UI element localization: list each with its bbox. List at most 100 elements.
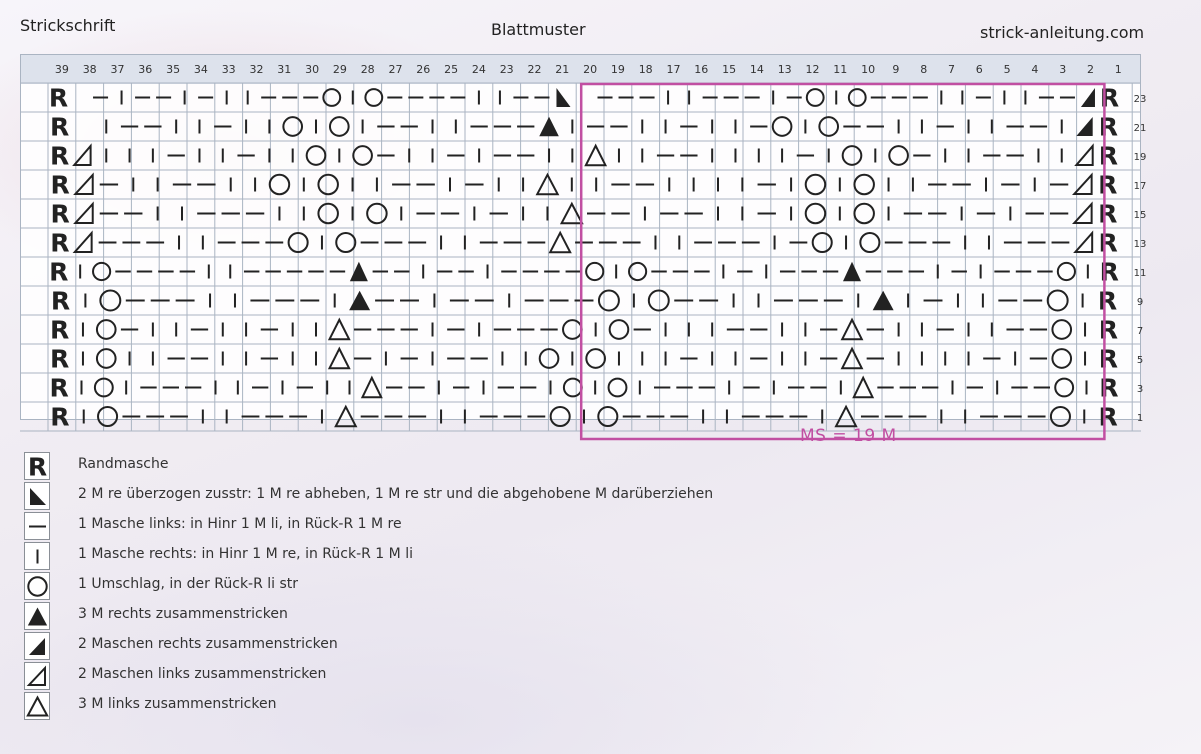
selvage-symbol: R bbox=[1099, 374, 1118, 403]
yarn-over-symbol bbox=[1051, 319, 1073, 340]
knit-stitch-icon bbox=[24, 542, 50, 570]
column-number: 29 bbox=[333, 63, 347, 76]
column-number: 1 bbox=[1115, 63, 1122, 76]
yarn-over-symbol bbox=[647, 289, 670, 312]
yarn-over-symbol bbox=[99, 289, 122, 312]
selvage-symbol: R bbox=[1100, 258, 1119, 287]
p2tog-icon bbox=[24, 662, 50, 690]
k2tog-symbol bbox=[1080, 88, 1095, 107]
yarn-over-icon bbox=[24, 572, 50, 600]
column-number: 38 bbox=[83, 63, 97, 76]
yarn-over-symbol bbox=[92, 261, 112, 282]
p2tog-symbol bbox=[73, 201, 94, 224]
p3tog-symbol bbox=[584, 143, 608, 167]
yarn-over-symbol bbox=[1056, 261, 1076, 282]
p3tog-symbol bbox=[535, 172, 560, 196]
selvage-symbol: R bbox=[1098, 171, 1117, 200]
p3tog-symbol bbox=[840, 346, 864, 370]
column-number: 3 bbox=[1059, 63, 1066, 76]
legend-item: 1 Masche rechts: in Hinr 1 M re, in Rück… bbox=[24, 542, 924, 572]
skp-symbol bbox=[30, 488, 46, 505]
selvage-symbol: R bbox=[51, 171, 70, 200]
repeat-label: MS = 19 M bbox=[800, 426, 897, 446]
column-number: 17 bbox=[667, 63, 681, 76]
selvage-symbol: R bbox=[50, 316, 69, 345]
k2tog-icon bbox=[24, 632, 50, 660]
row-number: 3 bbox=[1137, 384, 1143, 395]
column-number: 21 bbox=[555, 63, 569, 76]
selvage-symbol: R bbox=[1099, 142, 1118, 171]
column-number: 4 bbox=[1031, 63, 1038, 76]
selvage-symbol: R bbox=[1098, 403, 1117, 432]
column-number: 7 bbox=[948, 63, 955, 76]
p2tog-symbol bbox=[1074, 143, 1094, 166]
yarn-over-symbol bbox=[585, 261, 605, 282]
yarn-over-symbol bbox=[538, 348, 560, 369]
column-number: 18 bbox=[639, 63, 653, 76]
row-number: 21 bbox=[1134, 123, 1147, 134]
yarn-over-symbol bbox=[352, 145, 373, 166]
site-name: strick-anleitung.com bbox=[980, 23, 1145, 42]
column-number: 34 bbox=[194, 63, 208, 76]
yarn-over-symbol bbox=[585, 348, 606, 369]
p2tog-symbol bbox=[1073, 230, 1094, 253]
yarn-over-symbol bbox=[888, 145, 909, 166]
purl-stitch-icon bbox=[24, 512, 50, 540]
skp-symbol bbox=[556, 88, 571, 107]
legend-item: 2 Maschen links zusammenstricken bbox=[24, 662, 924, 692]
legend-text: 1 Masche rechts: in Hinr 1 M re, in Rück… bbox=[78, 546, 413, 562]
legend-text: 2 Maschen links zusammenstricken bbox=[78, 666, 327, 682]
column-number: 27 bbox=[389, 63, 403, 76]
selvage-symbol: R bbox=[49, 84, 68, 113]
yarn-over-symbol bbox=[597, 289, 620, 312]
column-header-band bbox=[21, 55, 1140, 84]
column-number: 32 bbox=[250, 63, 264, 76]
yarn-over-symbol bbox=[859, 231, 881, 254]
yarn-over-symbol bbox=[97, 405, 119, 428]
column-number: 16 bbox=[694, 63, 708, 76]
p3tog-icon bbox=[24, 692, 50, 720]
p2tog-symbol bbox=[72, 143, 92, 166]
yarn-over-symbol bbox=[1049, 405, 1071, 428]
column-number: 14 bbox=[750, 63, 764, 76]
p2tog-symbol bbox=[1072, 201, 1093, 224]
selvage-symbol: R bbox=[1098, 200, 1117, 229]
row-number: 5 bbox=[1137, 355, 1143, 366]
yarn-over-symbol bbox=[268, 173, 291, 196]
p3tog-symbol bbox=[26, 695, 49, 717]
column-number: 5 bbox=[1004, 63, 1011, 76]
yarn-over-symbol bbox=[597, 405, 619, 428]
k2tog-symbol bbox=[1076, 117, 1093, 136]
column-number: 11 bbox=[833, 63, 847, 76]
repeat-frame bbox=[579, 82, 1106, 441]
selvage-symbol: R bbox=[50, 113, 69, 142]
yarn-over-symbol bbox=[628, 261, 648, 282]
column-number: 8 bbox=[920, 63, 927, 76]
yarn-over-symbol bbox=[287, 231, 309, 254]
yarn-over-symbol bbox=[282, 116, 304, 137]
p3tog-symbol bbox=[548, 230, 572, 254]
selvage-symbol: R bbox=[50, 345, 69, 374]
selvage-symbol: R bbox=[50, 403, 69, 432]
yarn-over-symbol bbox=[95, 319, 117, 340]
k3tog-symbol bbox=[349, 290, 371, 311]
yarn-over-symbol bbox=[805, 88, 825, 107]
selvage-symbol: R bbox=[50, 142, 69, 171]
row-number: 17 bbox=[1134, 181, 1147, 192]
yarn-over-symbol bbox=[1051, 348, 1073, 369]
yarn-over-symbol bbox=[853, 173, 875, 196]
yarn-over-symbol bbox=[804, 173, 827, 196]
column-number: 33 bbox=[222, 63, 236, 76]
k2tog-symbol bbox=[29, 638, 45, 655]
column-number: 31 bbox=[277, 63, 291, 76]
skp-decrease-icon bbox=[24, 482, 50, 510]
chart-row: R R 17 bbox=[20, 169, 1147, 200]
p3tog-symbol bbox=[834, 404, 858, 428]
yarn-over-symbol bbox=[818, 116, 840, 137]
pattern-title: Blattmuster bbox=[491, 20, 586, 39]
row-number: 15 bbox=[1134, 210, 1147, 221]
chart-label: Strickschrift bbox=[20, 16, 116, 35]
